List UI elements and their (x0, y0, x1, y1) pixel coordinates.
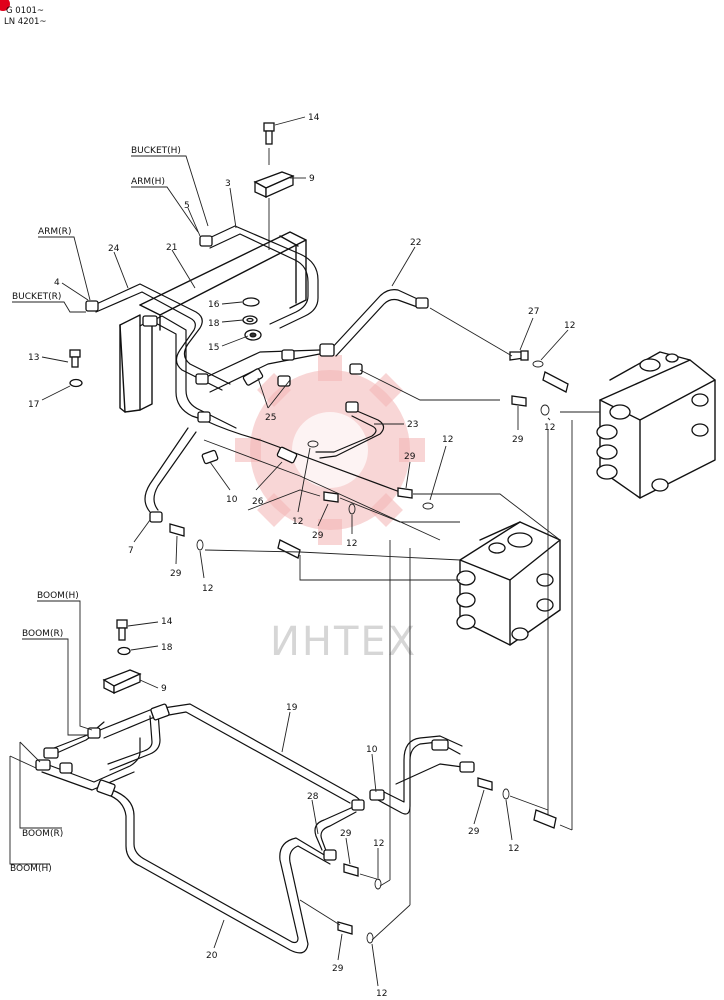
tag-bucket-r: BUCKET(R) (12, 292, 61, 302)
upper-assembly (69, 122, 716, 905)
callout-numbers: 14 9 3 5 21 24 4 22 16 18 15 13 17 27 12… (28, 113, 575, 999)
oring-12d (348, 503, 356, 515)
adapter-29e (477, 777, 493, 791)
bolt-13 (69, 349, 81, 368)
callout-13: 13 (28, 353, 39, 363)
callout-27: 27 (528, 307, 539, 317)
callout-14-lower: 14 (161, 617, 173, 627)
callout-28: 28 (307, 792, 319, 802)
adapter-27 (509, 350, 529, 361)
lower-assembly (35, 619, 573, 954)
callout-12-e: 12 (346, 539, 357, 549)
oring-12f (196, 539, 204, 551)
adapter-29a (511, 395, 527, 407)
callout-18-upper: 18 (208, 319, 220, 329)
callout-9-upper: 9 (309, 174, 315, 184)
callout-16: 16 (208, 300, 220, 310)
adapter-valve-bottom (533, 809, 557, 829)
callout-24: 24 (108, 244, 120, 254)
oring-12i (366, 932, 374, 944)
upper-leader-lines (203, 307, 600, 905)
control-valve-upper (596, 351, 716, 499)
callout-12-b: 12 (544, 423, 555, 433)
callout-25: 25 (265, 413, 276, 423)
adapter-29g (337, 921, 353, 935)
control-valve-lower (456, 521, 561, 646)
header-block: G 0101~ LN 4201~ (0, 0, 47, 27)
callout-29-d: 29 (170, 569, 182, 579)
washer-17 (69, 378, 83, 388)
callout-29-a: 29 (512, 435, 524, 445)
adapter-29f (343, 863, 359, 877)
callout-10-upper: 10 (226, 495, 238, 505)
callout-12-d: 12 (292, 517, 303, 527)
watermark-text: ИНТЕХ (270, 619, 417, 665)
lower-leader-lines (299, 795, 573, 941)
line-tags: BUCKET(H) ARM(H) ARM(R) BUCKET(R) BOOM(H… (9, 146, 209, 874)
callout-3: 3 (225, 179, 231, 189)
callout-12-f: 12 (202, 584, 213, 594)
adapter-29d (169, 523, 185, 537)
washer-18-lower (117, 646, 131, 656)
bolt-14-upper (263, 122, 275, 145)
callout-15: 15 (208, 343, 219, 353)
bracket-21 (119, 231, 307, 413)
adapter-lower-left (277, 539, 301, 559)
callout-29-b: 29 (404, 452, 416, 462)
callout-14-upper: 14 (308, 113, 320, 123)
clamp-9-lower (102, 669, 142, 695)
adapter-29b (397, 487, 413, 499)
watermark-gear (235, 355, 425, 545)
tag-bucket-h-upper: BUCKET(H) (131, 146, 181, 156)
callout-12-c: 12 (442, 435, 453, 445)
callout-12-h: 12 (508, 844, 519, 854)
callout-12-g: 12 (373, 839, 384, 849)
tag-arm-r: ARM(R) (38, 227, 71, 237)
callout-29-e: 29 (340, 829, 352, 839)
adapter-29c (323, 491, 339, 503)
tag-boom-r-upper: BOOM(R) (22, 629, 63, 639)
callout-26: 26 (252, 497, 264, 507)
bolt-14-lower (116, 619, 128, 641)
callout-29-c: 29 (312, 531, 324, 541)
callout-7: 7 (128, 546, 134, 556)
oring-12e (307, 440, 319, 448)
callout-17: 17 (28, 400, 39, 410)
callout-9-lower: 9 (161, 684, 167, 694)
tag-boom-r-lower: BOOM(R) (22, 829, 63, 839)
callout-20: 20 (206, 951, 218, 961)
fitting-group-upper (85, 235, 429, 523)
callout-12-a: 12 (564, 321, 575, 331)
callout-29-f: 29 (468, 827, 480, 837)
tag-arm-h: ARM(H) (131, 177, 165, 187)
clamp-9-upper (253, 171, 295, 199)
tag-boom-h-lower: BOOM(H) (10, 864, 52, 874)
callout-19: 19 (286, 703, 298, 713)
serial-line-2: LN 4201~ (4, 17, 47, 27)
oring-12a (532, 360, 544, 368)
callout-23: 23 (407, 420, 418, 430)
oring-12b (540, 404, 550, 416)
washer-stack (242, 297, 262, 341)
callout-12-i: 12 (376, 989, 387, 999)
callout-5: 5 (184, 201, 190, 211)
adapter-valve-top (542, 371, 569, 393)
callout-18-lower: 18 (161, 643, 173, 653)
callout-10-lower: 10 (366, 745, 378, 755)
callout-21: 21 (166, 243, 177, 253)
serial-line-1: G 0101~ (6, 6, 44, 16)
page-marker-dot (0, 0, 10, 11)
callout-29-g: 29 (332, 964, 344, 974)
oring-12g (502, 788, 510, 800)
callout-22: 22 (410, 238, 421, 248)
fitting-group-lower (35, 703, 475, 861)
oring-12h (374, 878, 382, 890)
callout-4: 4 (54, 278, 60, 288)
oring-12c (422, 502, 434, 510)
tag-boom-h-upper: BOOM(H) (37, 591, 79, 601)
